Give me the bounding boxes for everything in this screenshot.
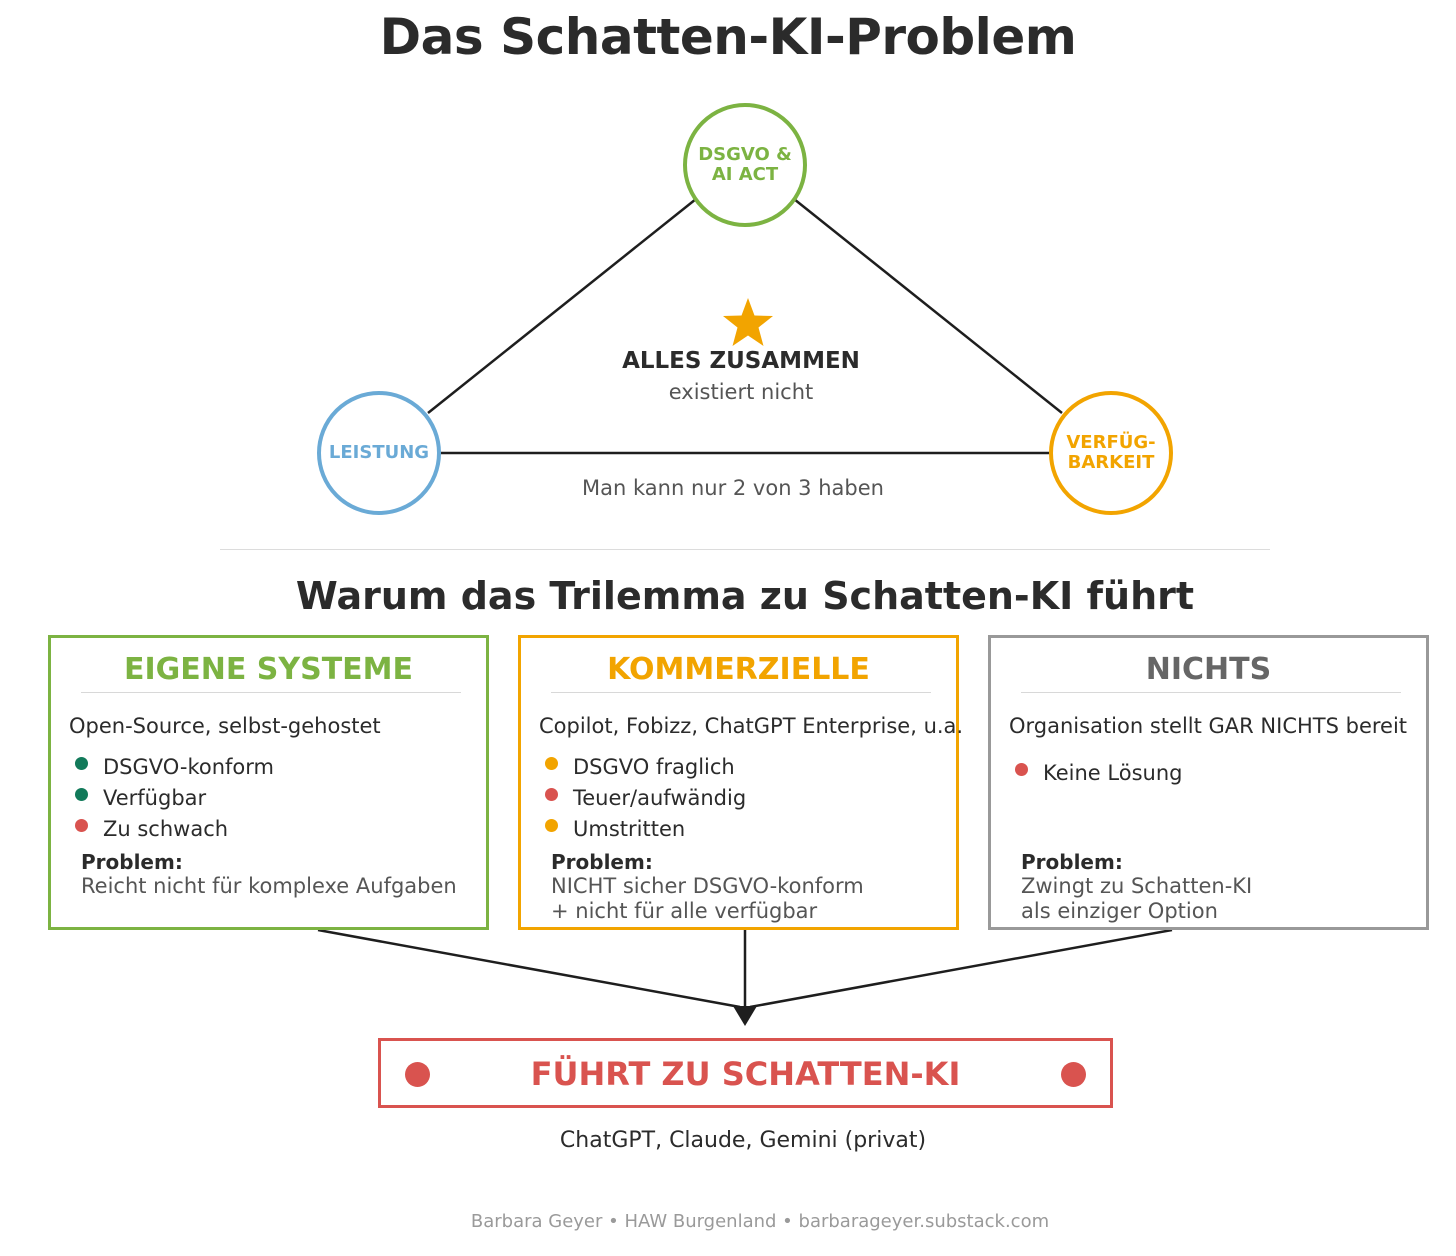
bullet-item: DSGVO-konform <box>73 754 274 785</box>
status-dot-icon <box>1015 763 1028 776</box>
status-dot-icon <box>545 788 558 801</box>
card-kommerzielle: KOMMERZIELLE Copilot, Fobizz, ChatGPT En… <box>518 635 963 930</box>
card-nichts: NICHTS Organisation stellt GAR NICHTS be… <box>988 635 1429 930</box>
bullet-text: Teuer/aufwändig <box>573 786 747 810</box>
card-divider <box>551 692 931 693</box>
node-verfuegbarkeit-label: VERFÜG- BARKEIT <box>1066 432 1156 473</box>
bullet-text: Keine Lösung <box>1043 761 1183 785</box>
bullet-item: Verfügbar <box>73 785 274 816</box>
problem-text: Zwingt zu Schatten-KI als einziger Optio… <box>1021 874 1253 923</box>
status-dot-icon <box>545 757 558 770</box>
examples-text: ChatGPT, Claude, Gemini (privat) <box>559 1128 927 1153</box>
node-verfuegbarkeit: VERFÜG- BARKEIT <box>1049 391 1173 515</box>
star-icon <box>723 298 773 346</box>
section-title: Warum das Trilemma zu Schatten-KI führt <box>295 574 1195 618</box>
bullet-text: DSGVO fraglich <box>573 755 735 779</box>
bullet-text: Umstritten <box>573 817 686 841</box>
page-title: Das Schatten-KI-Problem <box>379 8 1077 66</box>
center-subtitle: existiert nicht <box>668 380 814 404</box>
bullet-text: Zu schwach <box>103 817 229 841</box>
problem-label: Problem: <box>1021 850 1123 874</box>
status-dot-icon <box>545 819 558 832</box>
problem-label: Problem: <box>81 850 183 874</box>
edge-label: Man kann nur 2 von 3 haben <box>582 476 884 500</box>
arrow-line-eigene <box>317 928 741 1009</box>
card-bullet-list: DSGVO-konform Verfügbar Zu schwach <box>73 754 274 847</box>
arrow-line-nichts <box>749 928 1173 1009</box>
status-dot-icon <box>75 757 88 770</box>
card-bullet-list: DSGVO fraglich Teuer/aufwändig Umstritte… <box>543 754 746 847</box>
problem-text: NICHT sicher DSGVO-konform + nicht für a… <box>551 874 864 923</box>
center-title: ALLES ZUSAMMEN <box>622 348 860 374</box>
result-box: FÜHRT ZU SCHATTEN-KI <box>378 1038 1113 1108</box>
bullet-item: DSGVO fraglich <box>543 754 746 785</box>
node-dsgvo-label: DSGVO & AI ACT <box>698 144 792 185</box>
node-dsgvo-ai-act: DSGVO & AI ACT <box>683 103 807 227</box>
node-leistung: LEISTUNG <box>317 391 441 515</box>
result-dot-left-icon <box>405 1062 430 1087</box>
card-subtitle: Organisation stellt GAR NICHTS bereit <box>1009 714 1408 738</box>
section-divider <box>220 549 1270 550</box>
card-title: KOMMERZIELLE <box>607 652 870 687</box>
edge-dsgvo-verfuegbarkeit <box>793 198 1063 414</box>
problem-text: Reicht nicht für komplexe Aufgaben <box>81 874 457 898</box>
result-dot-right-icon <box>1061 1062 1086 1087</box>
card-divider <box>81 692 461 693</box>
bullet-item: Teuer/aufwändig <box>543 785 746 816</box>
problem-label: Problem: <box>551 850 653 874</box>
arrowhead-icon <box>733 1006 757 1026</box>
card-title: EIGENE SYSTEME <box>123 652 414 687</box>
status-dot-icon <box>75 819 88 832</box>
bullet-item: Keine Lösung <box>1013 760 1182 791</box>
card-subtitle: Open-Source, selbst-gehostet <box>69 714 381 738</box>
result-label: FÜHRT ZU SCHATTEN-KI <box>530 1055 961 1093</box>
bullet-text: Verfügbar <box>103 786 207 810</box>
bullet-item: Umstritten <box>543 816 746 847</box>
node-leistung-label: LEISTUNG <box>328 442 430 463</box>
card-divider <box>1021 692 1401 693</box>
status-dot-icon <box>75 788 88 801</box>
card-title: NICHTS <box>1145 652 1272 687</box>
card-subtitle: Copilot, Fobizz, ChatGPT Enterprise, u.a… <box>539 714 964 738</box>
bullet-text: DSGVO-konform <box>103 755 274 779</box>
bullet-item: Zu schwach <box>73 816 274 847</box>
footer-credits: Barbara Geyer • HAW Burgenland • barbara… <box>470 1211 1050 1232</box>
card-bullet-list: Keine Lösung <box>1013 760 1182 791</box>
card-eigene-systeme: EIGENE SYSTEME Open-Source, selbst-gehos… <box>48 635 489 930</box>
edge-dsgvo-leistung <box>427 198 697 414</box>
